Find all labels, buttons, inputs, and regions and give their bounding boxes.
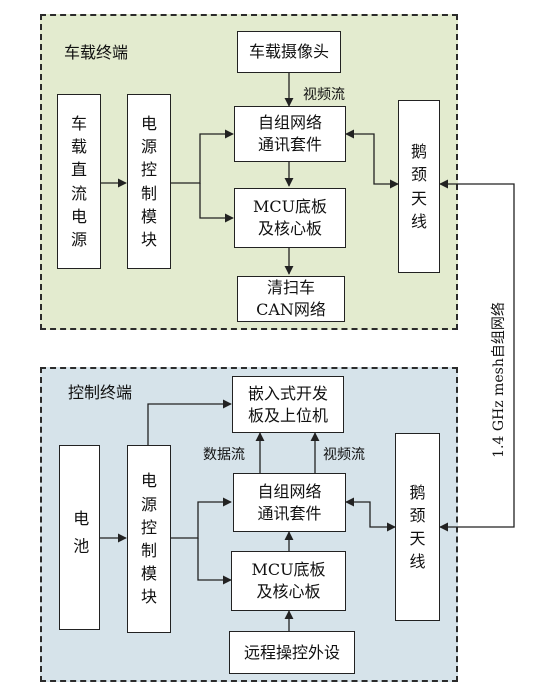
- vehicle-terminal-title: 车载终端: [64, 43, 129, 62]
- edge-powerctrl-to-mesh-ctrl: [171, 497, 232, 539]
- control-embedded-board-label: 嵌入式开发 板及上位机: [247, 383, 328, 425]
- vehicle-can-box: 清扫车 CAN网络: [237, 276, 345, 322]
- control-power-control-label: 电源控制模块: [140, 471, 157, 607]
- control-remote-peripheral-label: 远程操控外设: [243, 642, 340, 662]
- vehicle-mcu-box: MCU底板 及核心板: [234, 188, 346, 248]
- control-terminal-title: 控制终端: [68, 383, 133, 402]
- control-remote-peripheral-box: 远程操控外设: [229, 631, 355, 674]
- control-data-stream-label: 数据流: [203, 447, 245, 463]
- edge-powerctrl-to-embedded: [147, 399, 232, 445]
- edge-powerctrl-to-mcu: [199, 183, 234, 223]
- vehicle-mesh-kit-label: 自组网络 通讯套件: [257, 113, 322, 154]
- edge-mesh-radio-link: [439, 179, 515, 532]
- control-battery-label: 电池: [70, 510, 90, 565]
- vehicle-antenna-box: 鹅颈天线: [398, 100, 440, 273]
- vehicle-camera-box: 车载摄像头: [237, 31, 341, 73]
- vehicle-dc-power-label: 车载直流电源: [70, 113, 87, 249]
- vehicle-mcu-label: MCU底板 及核心板: [252, 197, 328, 238]
- vehicle-power-control-box: 电源控制模块: [127, 94, 171, 269]
- control-battery-box: 电池: [59, 445, 100, 630]
- edge-powerctrl-to-mesh: [171, 129, 234, 184]
- control-mcu-box: MCU底板 及核心板: [231, 551, 346, 611]
- edge-mesh-antenna-vehicle: [345, 129, 399, 189]
- control-power-control-box: 电源控制模块: [127, 445, 171, 633]
- control-video-stream-label: 视频流: [323, 447, 365, 463]
- control-embedded-board-box: 嵌入式开发 板及上位机: [232, 376, 344, 433]
- control-mesh-kit-box: 自组网络 通讯套件: [233, 473, 346, 532]
- vehicle-antenna-label: 鹅颈天线: [410, 142, 427, 231]
- vehicle-mesh-kit-box: 自组网络 通讯套件: [234, 106, 346, 162]
- control-mcu-label: MCU底板 及核心板: [251, 560, 326, 601]
- vehicle-video-stream-label: 视频流: [303, 87, 345, 103]
- vehicle-camera-label: 车载摄像头: [248, 42, 329, 62]
- control-mesh-kit-label: 自组网络 通讯套件: [257, 481, 322, 523]
- mesh-network-label: 1.4 GHz mesh自组网络: [491, 302, 507, 458]
- edge-powerctrl-to-mcu-ctrl: [197, 538, 232, 585]
- vehicle-power-control-label: 电源控制模块: [140, 113, 157, 249]
- edge-mesh-antenna-control: [345, 497, 396, 532]
- vehicle-can-label: 清扫车 CAN网络: [256, 278, 326, 319]
- vehicle-dc-power-box: 车载直流电源: [57, 94, 101, 269]
- control-antenna-box: 鹅颈天线: [395, 433, 440, 621]
- control-antenna-label: 鹅颈天线: [409, 482, 426, 572]
